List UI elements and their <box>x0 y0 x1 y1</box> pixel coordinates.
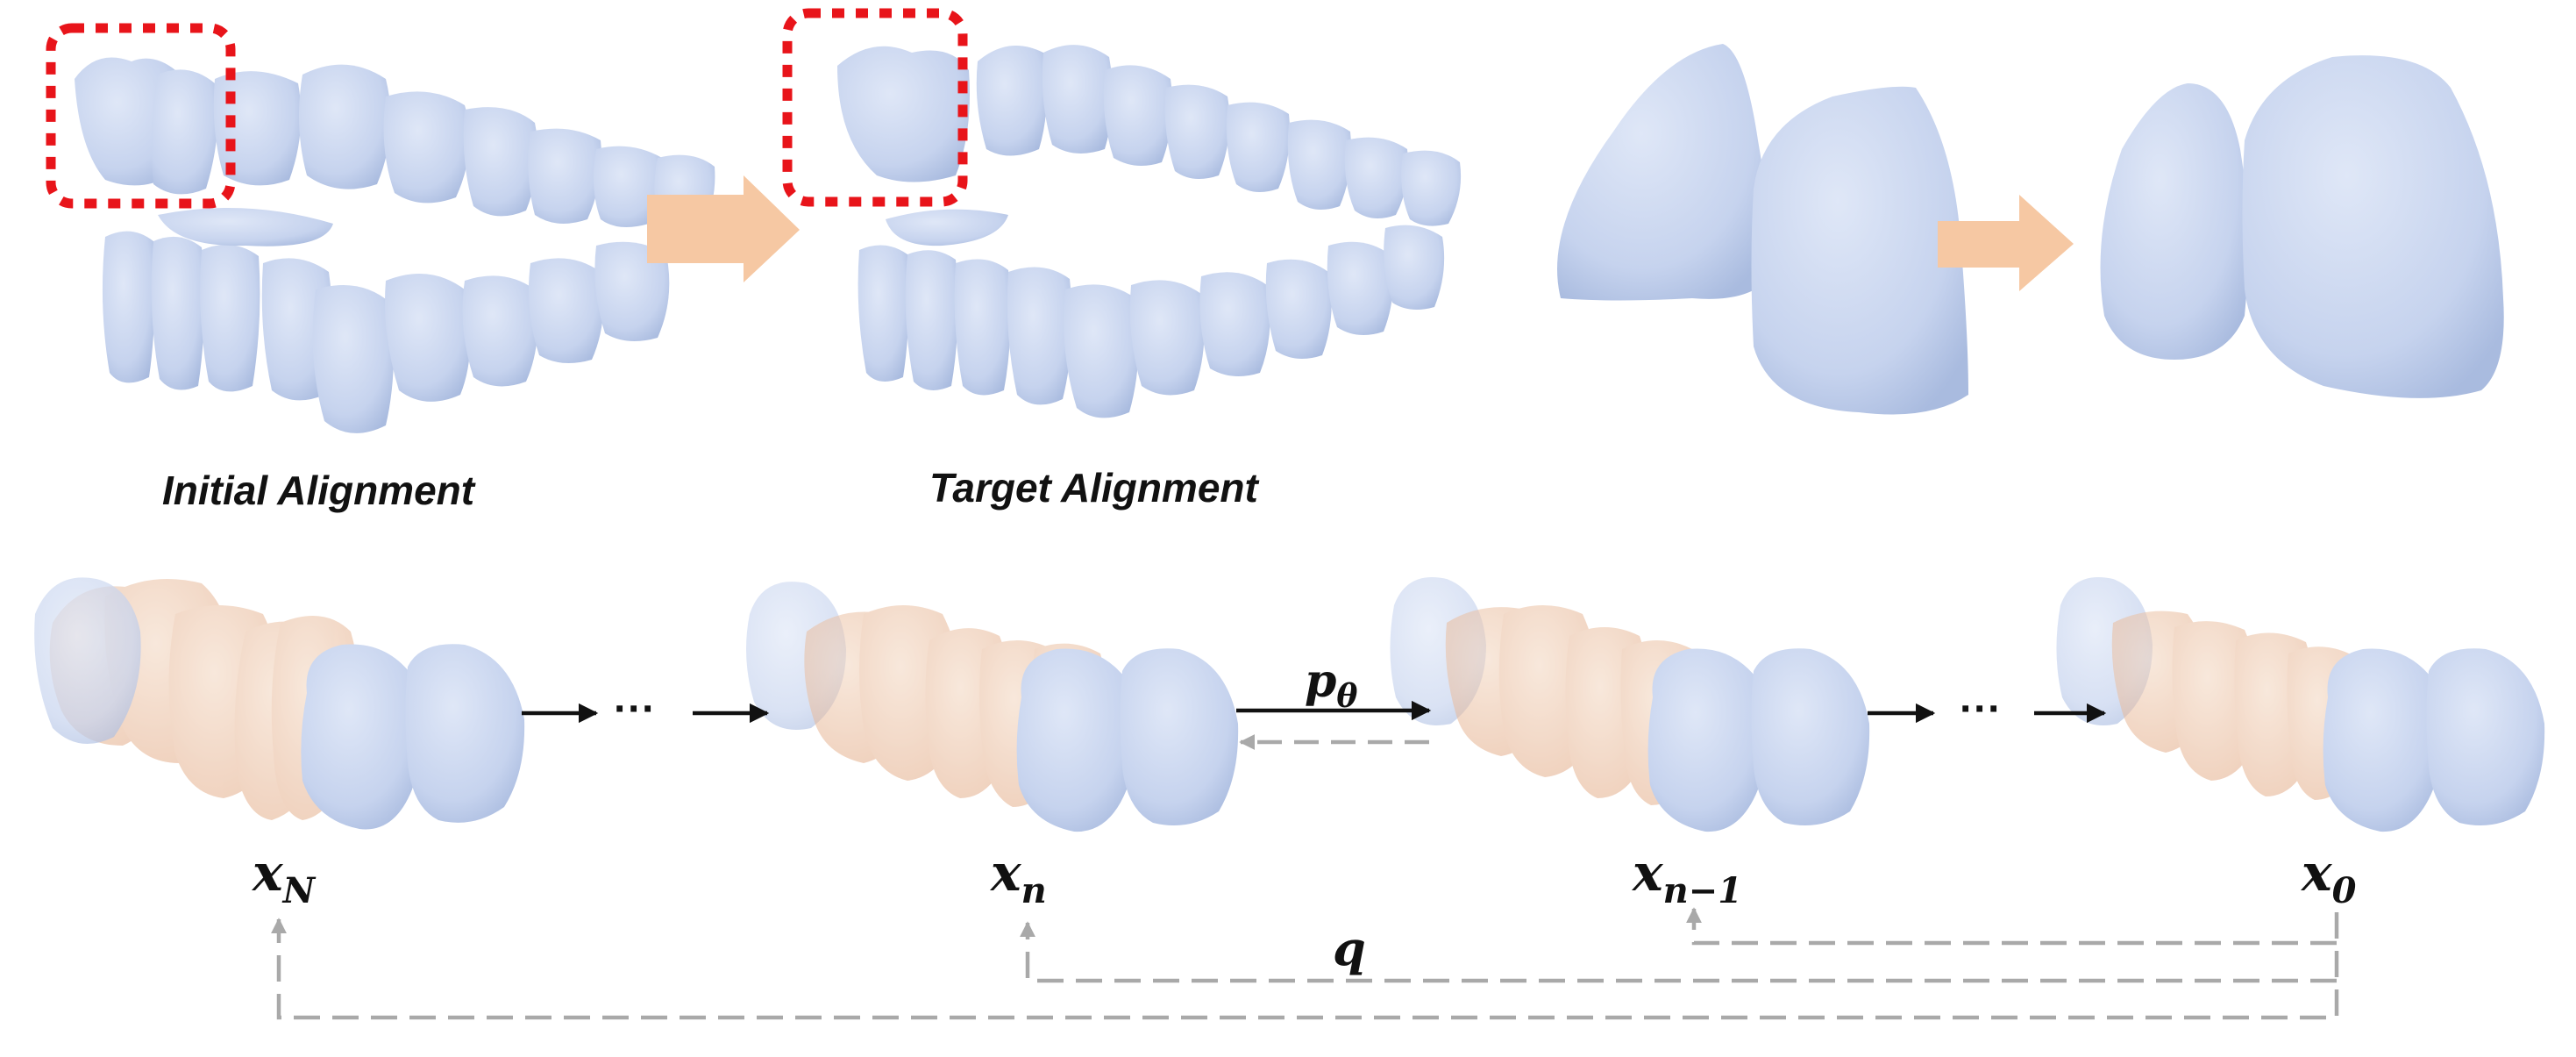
tooth-cluster-xn <box>746 582 1239 832</box>
state-label-xn: xn <box>989 843 1047 911</box>
ellipsis-right: ··· <box>1960 686 2002 732</box>
initial-alignment-arches <box>75 57 715 433</box>
target-alignment-caption: Target Alignment <box>929 465 1260 511</box>
ellipsis-left: ··· <box>614 686 656 732</box>
tooth-cluster-xN <box>34 577 525 830</box>
zoomed-teeth-before <box>1557 44 1968 415</box>
forward-process-q-arrows <box>271 907 2339 1020</box>
target-highlight-box <box>782 8 968 207</box>
initial-highlight-box <box>46 23 236 209</box>
state-label-x0: x0 <box>2300 843 2357 911</box>
p-theta-label: pθ <box>1305 654 1357 715</box>
tooth-cluster-x0 <box>2056 577 2545 832</box>
state-label-xn-1: xn−1 <box>1631 843 1742 911</box>
tooth-cluster-xn-1 <box>1390 577 1870 832</box>
zoomed-teeth-after <box>2100 55 2504 398</box>
q-label: q <box>1333 920 1366 976</box>
right-arrow-icon <box>647 175 800 282</box>
initial-alignment-caption: Initial Alignment <box>162 468 476 513</box>
target-alignment-arches <box>837 45 1462 418</box>
right-arrow-icon <box>1938 195 2074 291</box>
state-label-xN: xN <box>251 843 317 911</box>
